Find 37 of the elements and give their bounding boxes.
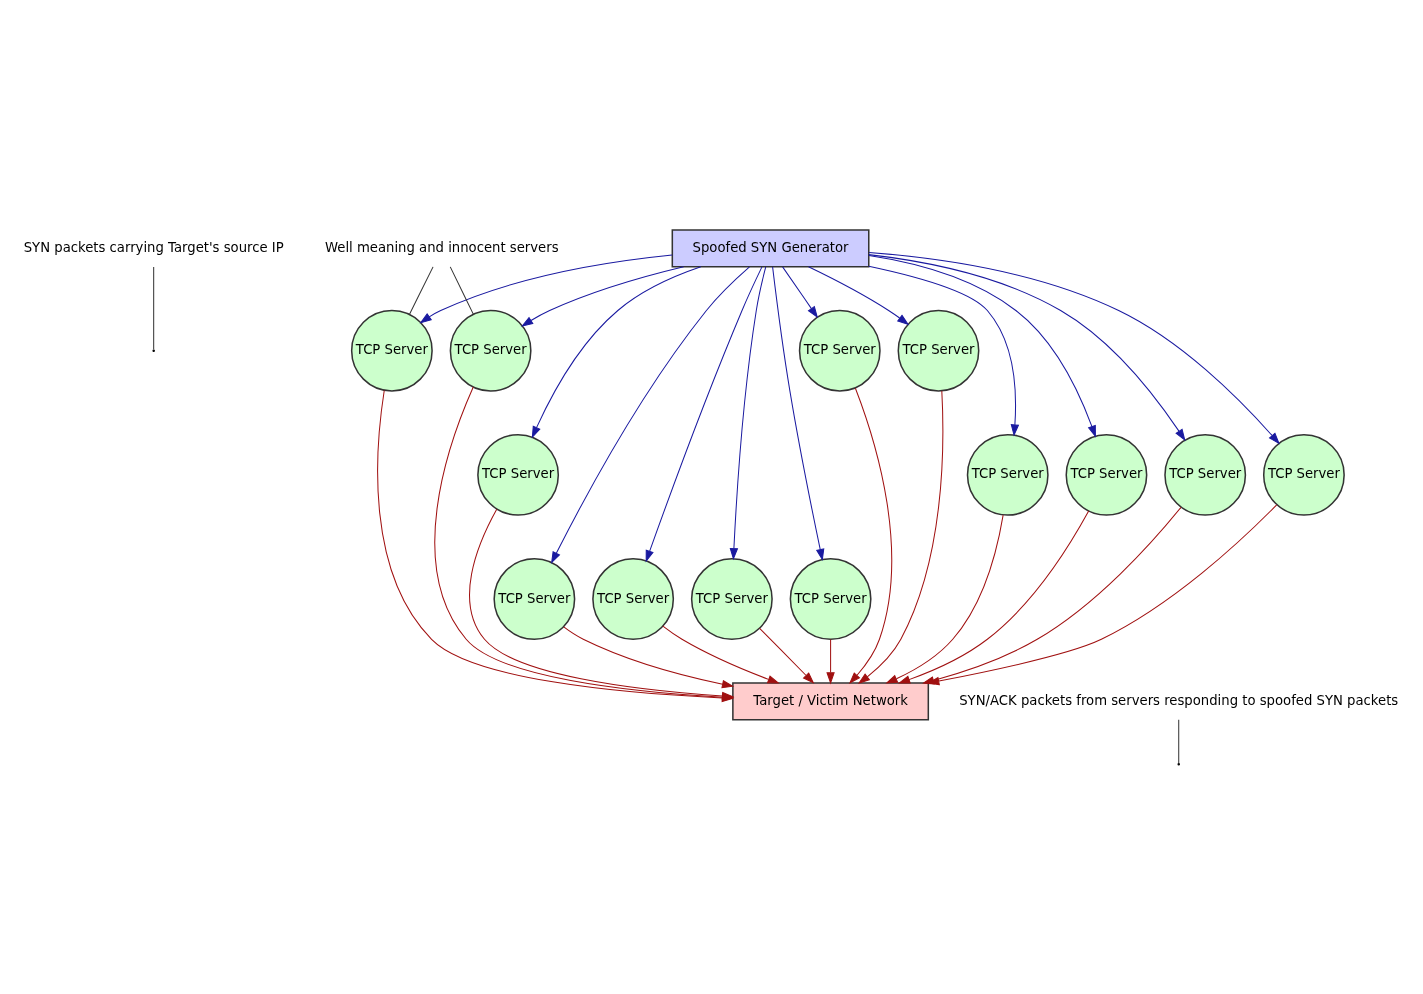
arrow bbox=[868, 254, 1096, 438]
arrow bbox=[868, 265, 1020, 437]
connector bbox=[409, 265, 434, 315]
node-circle: TCP Server bbox=[592, 557, 675, 640]
arrow bbox=[927, 503, 1278, 685]
connector bbox=[153, 265, 155, 350]
arrow bbox=[848, 387, 893, 684]
arrow bbox=[782, 265, 819, 318]
arrow bbox=[868, 253, 1186, 441]
node-text: SYN packets carrying Target's source IP bbox=[23, 239, 284, 255]
connector bbox=[449, 265, 474, 315]
arrow bbox=[645, 265, 763, 562]
node-circle: TCP Server bbox=[690, 557, 773, 640]
arrow bbox=[419, 253, 673, 324]
node-circle: TCP Server bbox=[798, 309, 881, 392]
node-box: Target / Victim Network bbox=[732, 681, 930, 720]
connector bbox=[1178, 718, 1180, 764]
node-circle: TCP Server bbox=[477, 433, 560, 516]
arrow bbox=[563, 625, 735, 688]
arrow bbox=[868, 251, 1280, 444]
arrow bbox=[521, 265, 685, 327]
node-circle: TCP Server bbox=[1164, 433, 1247, 516]
node-box: Spoofed SYN Generator bbox=[671, 228, 870, 267]
arrow bbox=[808, 265, 910, 325]
arrow bbox=[772, 265, 825, 561]
arrow bbox=[551, 265, 750, 564]
arrow bbox=[729, 265, 767, 560]
arrow bbox=[662, 625, 780, 684]
node-text: Well meaning and innocent servers bbox=[324, 239, 559, 255]
node-circle: TCP Server bbox=[493, 557, 576, 640]
arrow bbox=[759, 627, 815, 684]
node-circle: TCP Server bbox=[966, 433, 1049, 516]
node-circle: TCP Server bbox=[1065, 433, 1148, 516]
arrow bbox=[531, 265, 702, 438]
node-circle: TCP Server bbox=[789, 557, 872, 640]
node-text: SYN/ACK packets from servers responding to spoofed SYN packets bbox=[959, 692, 1399, 708]
arrow bbox=[826, 638, 835, 684]
